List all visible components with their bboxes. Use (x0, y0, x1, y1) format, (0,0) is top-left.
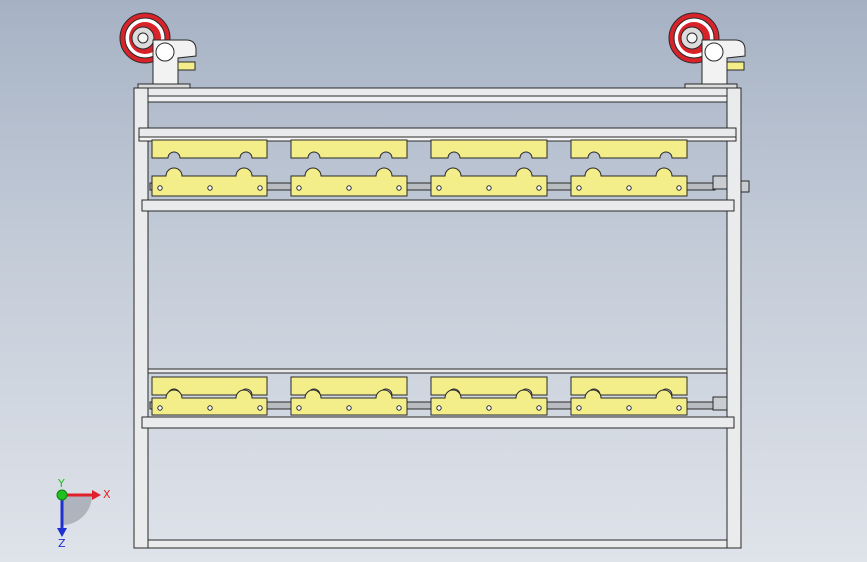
upper-clamp-brackets[interactable] (151, 167, 688, 197)
z-axis-label: Z (58, 537, 66, 548)
frame[interactable] (133, 87, 742, 549)
caster-right[interactable] (668, 12, 746, 89)
axis-triad: X Y Z (56, 478, 111, 548)
lower-clamp-brackets[interactable] (151, 389, 688, 416)
y-axis-label: Y (57, 478, 65, 490)
upper-bracket-holes (157, 185, 682, 191)
lower-top-brackets[interactable] (151, 376, 688, 396)
x-axis-label: X (103, 488, 111, 501)
y-axis-dot (56, 489, 68, 501)
lower-bracket-holes (157, 405, 682, 411)
caster-left[interactable] (119, 12, 197, 89)
triad-shading (62, 495, 92, 525)
upper-top-brackets[interactable] (151, 139, 688, 159)
